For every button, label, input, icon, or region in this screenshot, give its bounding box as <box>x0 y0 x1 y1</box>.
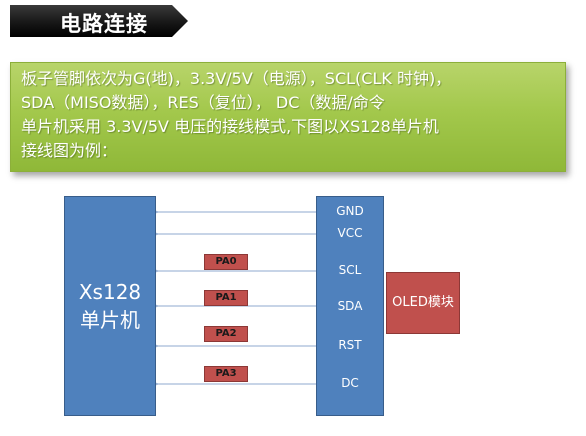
description-line: SDA（MISO数据），RES（复位）， DC（数据/命令 <box>21 93 385 112</box>
description-line: 接线图为例： <box>21 141 118 160</box>
pin-label-dc: DC <box>341 376 359 390</box>
pin-label-scl: SCL <box>338 263 362 277</box>
description-line: 板子管脚依次为G(地)，3.3V/5V（电源），SCL(CLK 时钟)， <box>21 69 452 88</box>
port-label-pa0: PA0 <box>204 254 248 270</box>
pin-label-vcc: VCC <box>337 226 363 240</box>
port-label-pa3: PA3 <box>204 366 248 382</box>
description-line: 单片机采用 3.3V/5V 电压的接线模式,下图以XS128单片机 <box>21 117 439 136</box>
section-title-bar: 电路连接 <box>10 5 188 37</box>
port-label-pa1: PA1 <box>204 290 248 306</box>
oled-module-label: OLED模块 <box>392 295 454 310</box>
page-title: 电路连接 <box>60 12 148 36</box>
title-banner-shape <box>10 5 188 37</box>
port-label-pa2: PA2 <box>204 326 248 342</box>
pin-header-block <box>316 196 384 416</box>
pin-label-gnd: GND <box>336 204 364 218</box>
oled-module-block: OLED模块 <box>386 272 460 334</box>
pin-label-rst: RST <box>338 338 362 352</box>
description-panel: 板子管脚依次为G(地)，3.3V/5V（电源），SCL(CLK 时钟)， SDA… <box>10 62 566 172</box>
mcu-name: Xs128 <box>78 280 142 304</box>
pin-label-sda: SDA <box>337 299 363 313</box>
mcu-type: 单片机 <box>80 308 140 332</box>
mcu-block: Xs128 单片机 <box>64 196 156 416</box>
